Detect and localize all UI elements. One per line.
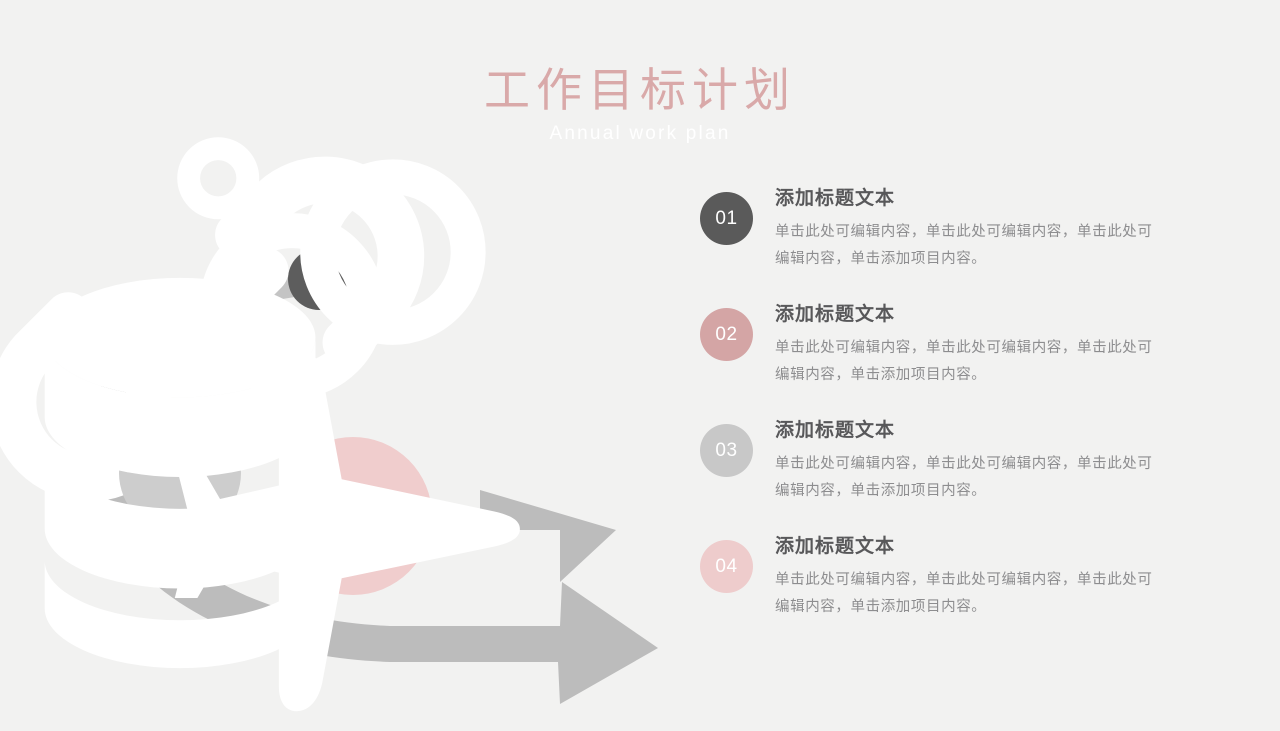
- curved-arrow-icon: [88, 272, 658, 704]
- item-number-badge: 02: [700, 308, 753, 361]
- item-title: 添加标题文本: [775, 536, 896, 557]
- item-title: 添加标题文本: [775, 420, 896, 441]
- page-subtitle: Annual work plan: [549, 123, 731, 144]
- item-number-badge: 01: [700, 192, 753, 245]
- content-list: 01 添加标题文本 单击此处可编辑内容，单击此处可编辑内容，单击此处可编辑内容，…: [700, 186, 1170, 634]
- list-item: 02 添加标题文本 单击此处可编辑内容，单击此处可编辑内容，单击此处可编辑内容，…: [700, 302, 1170, 402]
- item-number-badge: 03: [700, 424, 753, 477]
- item-description: 单击此处可编辑内容，单击此处可编辑内容，单击此处可编辑内容，单击添加项目内容。: [775, 572, 1153, 615]
- item-description: 单击此处可编辑内容，单击此处可编辑内容，单击此处可编辑内容，单击添加项目内容。: [775, 224, 1153, 267]
- list-item: 01 添加标题文本 单击此处可编辑内容，单击此处可编辑内容，单击此处可编辑内容，…: [700, 186, 1170, 286]
- title-block: 工作目标计划 Annual work plan: [380, 62, 900, 147]
- graphic-node-airplane: [174, 346, 520, 712]
- list-item: 04 添加标题文本 单击此处可编辑内容，单击此处可编辑内容，单击此处可编辑内容，…: [700, 534, 1170, 634]
- item-description: 单击此处可编辑内容，单击此处可编辑内容，单击此处可编辑内容，单击添加项目内容。: [775, 340, 1153, 383]
- item-title: 添加标题文本: [775, 304, 896, 325]
- page-title: 工作目标计划: [484, 65, 796, 116]
- item-number-badge: 04: [700, 540, 753, 593]
- list-item: 03 添加标题文本 单击此处可编辑内容，单击此处可编辑内容，单击此处可编辑内容，…: [700, 418, 1170, 518]
- item-description: 单击此处可编辑内容，单击此处可编辑内容，单击此处可编辑内容，单击添加项目内容。: [775, 456, 1153, 499]
- process-graphic: [0, 137, 680, 712]
- item-title: 添加标题文本: [775, 188, 896, 209]
- airplane-icon: [174, 346, 520, 712]
